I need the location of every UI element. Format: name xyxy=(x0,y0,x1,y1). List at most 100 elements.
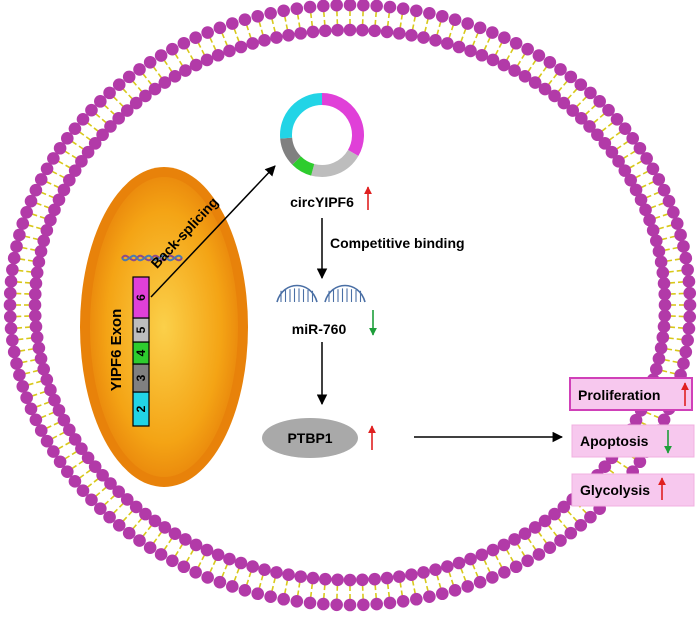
lipid-head xyxy=(565,71,578,84)
lipid-head xyxy=(258,34,271,47)
lipid-head xyxy=(384,597,397,610)
lipid-head xyxy=(393,570,406,583)
mir-label: miR-760 xyxy=(292,321,347,337)
lipid-head xyxy=(178,560,191,573)
lipid-head xyxy=(647,163,660,176)
lipid-head xyxy=(658,309,671,322)
exon-number: 3 xyxy=(134,374,148,381)
lipid-head xyxy=(565,527,578,540)
ptbp1-label: PTBP1 xyxy=(287,430,332,446)
lipid-head xyxy=(653,352,666,365)
lipid-head xyxy=(423,7,436,20)
lipid-head xyxy=(653,245,666,258)
lipid-head xyxy=(657,266,670,279)
lipid-head xyxy=(461,580,474,593)
lipid-head xyxy=(344,24,357,37)
lipid-head xyxy=(476,548,489,561)
lipid-head xyxy=(330,598,343,611)
lipid-head xyxy=(370,598,383,611)
lipid-head xyxy=(658,288,671,301)
outcome-proliferation: Proliferation xyxy=(570,378,692,410)
lipid-head xyxy=(4,310,17,323)
exon-number: 2 xyxy=(134,405,148,412)
lipid-head xyxy=(533,49,546,62)
nucleus xyxy=(80,167,248,487)
lipid-head xyxy=(674,229,687,242)
lipid-head xyxy=(201,544,214,557)
lipid-head xyxy=(94,95,107,108)
lipid-head xyxy=(683,322,696,335)
lipid-head xyxy=(584,511,597,524)
lipid-head xyxy=(330,0,343,12)
lipid-head xyxy=(189,31,202,44)
lipid-head xyxy=(356,24,369,37)
lipid-head xyxy=(436,587,449,600)
lipid-head xyxy=(681,334,694,347)
lipid-head xyxy=(103,511,116,524)
lipid-head xyxy=(113,519,126,532)
lipid-head xyxy=(357,0,370,12)
lipid-head xyxy=(683,287,696,300)
lipid-head xyxy=(10,357,23,370)
lipid-head xyxy=(417,31,430,44)
lipid-head xyxy=(144,541,157,554)
lipid-head xyxy=(8,346,21,359)
lipid-head xyxy=(436,10,449,23)
lipid-head xyxy=(441,560,454,573)
lipid-head xyxy=(554,534,567,547)
lipid-head xyxy=(5,322,18,335)
lipid-head xyxy=(544,56,557,69)
lipid-head xyxy=(4,287,17,300)
lipid-head xyxy=(574,519,587,532)
lipid-head xyxy=(449,584,462,597)
lipid-head xyxy=(658,414,671,427)
lipid-head xyxy=(464,45,477,58)
lipid-head xyxy=(476,49,489,62)
lipid-head xyxy=(251,10,264,23)
lipid-head xyxy=(397,595,410,608)
lipid-head xyxy=(4,299,17,312)
lipid-head xyxy=(29,288,42,301)
lipid-head xyxy=(655,256,668,269)
lipid-head xyxy=(681,263,694,276)
lipid-head xyxy=(179,64,192,77)
lipid-head xyxy=(658,184,671,197)
lipid-head xyxy=(498,539,511,552)
lipid-head xyxy=(663,195,676,208)
lipid-head xyxy=(35,245,48,258)
lipid-head xyxy=(544,541,557,554)
lipid-head xyxy=(246,37,259,50)
lipid-head xyxy=(144,56,157,69)
lipid-head xyxy=(29,299,42,312)
lipid-head xyxy=(370,0,383,12)
lipid-head xyxy=(214,576,227,589)
lipid-head xyxy=(304,1,317,14)
circ-segment xyxy=(297,160,313,169)
lipid-head xyxy=(357,598,370,611)
lipid-head xyxy=(277,593,290,606)
lipid-head xyxy=(368,573,381,586)
lipid-head xyxy=(113,78,126,91)
lipid-head xyxy=(384,1,397,14)
lipid-head xyxy=(155,548,168,561)
lipid-head xyxy=(20,391,33,404)
outcome-label: Glycolysis xyxy=(580,482,650,498)
lipid-head xyxy=(680,252,693,265)
lipid-head xyxy=(239,13,252,26)
lipid-head xyxy=(291,595,304,608)
mirna-icon xyxy=(277,286,365,303)
lipid-head xyxy=(304,597,317,610)
lipid-head xyxy=(226,17,239,30)
exon-number: 5 xyxy=(134,326,148,333)
lipid-head xyxy=(486,571,499,584)
lipid-head xyxy=(190,539,203,552)
lipid-head xyxy=(190,59,203,72)
lipid-head xyxy=(201,54,214,67)
lipid-head xyxy=(574,78,587,91)
exon-number: 4 xyxy=(134,349,148,356)
lipid-head xyxy=(441,37,454,50)
lipid-head xyxy=(461,17,474,30)
lipid-head xyxy=(41,435,54,448)
lipid-head xyxy=(405,29,418,42)
